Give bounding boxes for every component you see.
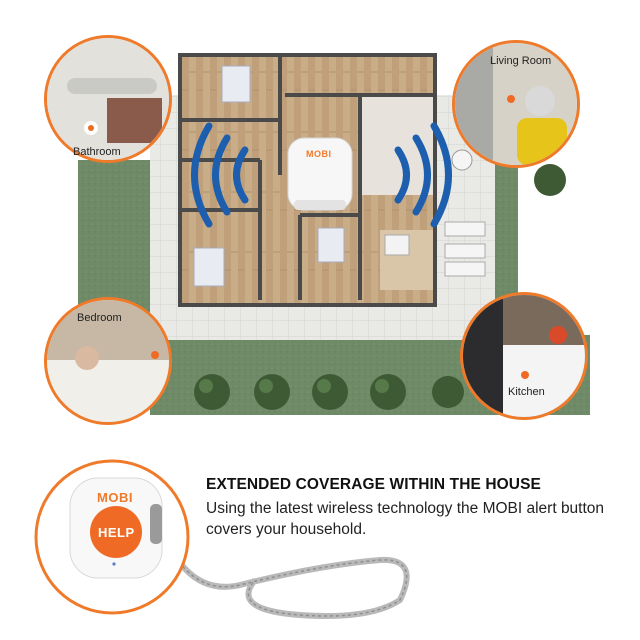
living-room-photo xyxy=(452,40,580,168)
description: Using the latest wireless technology the… xyxy=(206,500,605,538)
bedroom-label: Bedroom xyxy=(77,312,122,324)
bedroom-photo xyxy=(44,297,172,425)
headline: EXTENDED COVERAGE WITHIN THE HOUSE xyxy=(206,476,541,493)
kitchen-label: Kitchen xyxy=(508,386,545,398)
bathroom-photo xyxy=(44,35,172,163)
help-button-label: HELP xyxy=(98,525,135,540)
living-room-label: Living Room xyxy=(490,55,552,67)
kitchen-photo xyxy=(460,292,588,420)
bathroom-label: Bathroom xyxy=(73,146,121,158)
button-brand-label: MOBI xyxy=(97,490,133,505)
hub-brand-label: MOBI xyxy=(306,149,332,159)
